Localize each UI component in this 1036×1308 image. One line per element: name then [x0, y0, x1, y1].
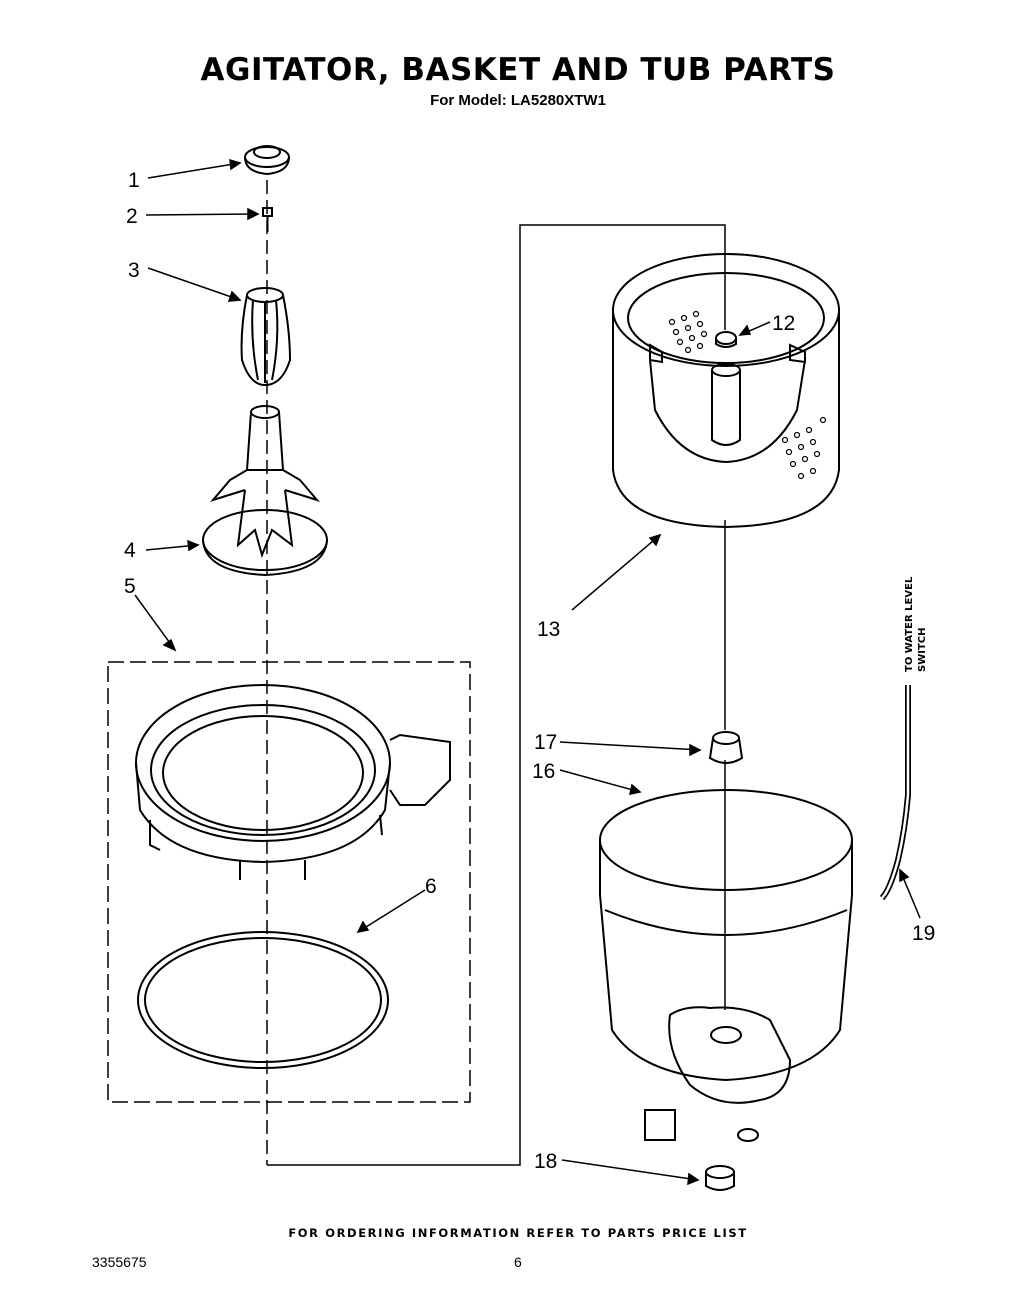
- callout-13: 13: [537, 618, 560, 641]
- callout-4: 4: [124, 539, 136, 562]
- part-agitator-base: [202, 405, 328, 577]
- basket-perforations: [668, 310, 827, 480]
- water-level-label-line2: SWITCH: [917, 628, 928, 672]
- part-bearing: [708, 731, 744, 764]
- callout-3: 3: [128, 259, 140, 282]
- callout-1: 1: [128, 169, 140, 192]
- ordering-note: FOR ORDERING INFORMATION REFER TO PARTS …: [288, 1226, 748, 1240]
- callout-19: 19: [912, 922, 935, 945]
- assembly-connector-line: [267, 224, 726, 1166]
- part-agitator-cap: [244, 145, 290, 176]
- callout-6: 6: [425, 875, 437, 898]
- part-outer-tub: [599, 789, 853, 1142]
- water-level-label-line1: TO WATER LEVEL: [904, 576, 915, 672]
- part-agitator-barrel: [240, 287, 292, 387]
- part-drain-plug: [705, 1165, 735, 1191]
- part-basket-ring-box: [107, 661, 471, 1103]
- callout-numbers: 1 2 3 4 5 6 12 13 16 17 18 19: [124, 169, 935, 1173]
- model-subtitle: For Model: LA5280XTW1: [430, 92, 606, 109]
- part-bolt: [262, 207, 273, 232]
- document-number: 3355675: [92, 1254, 147, 1270]
- page-title: AGITATOR, BASKET AND TUB PARTS: [200, 52, 836, 88]
- callout-16: 16: [532, 760, 555, 783]
- leader-lines: [134, 158, 921, 1186]
- page-number: 6: [514, 1254, 522, 1270]
- part-pressure-hose: [879, 685, 911, 901]
- callout-2: 2: [126, 205, 138, 228]
- water-level-label: TO WATER LEVEL SWITCH: [904, 576, 928, 672]
- part-basket-nut: [715, 331, 737, 348]
- part-balance-ring: [135, 684, 451, 880]
- part-seal-ring: [137, 931, 389, 1069]
- callout-12: 12: [772, 312, 795, 335]
- callout-17: 17: [534, 731, 557, 754]
- callout-18: 18: [534, 1150, 557, 1173]
- callout-5: 5: [124, 575, 136, 598]
- part-wash-basket: [612, 253, 840, 529]
